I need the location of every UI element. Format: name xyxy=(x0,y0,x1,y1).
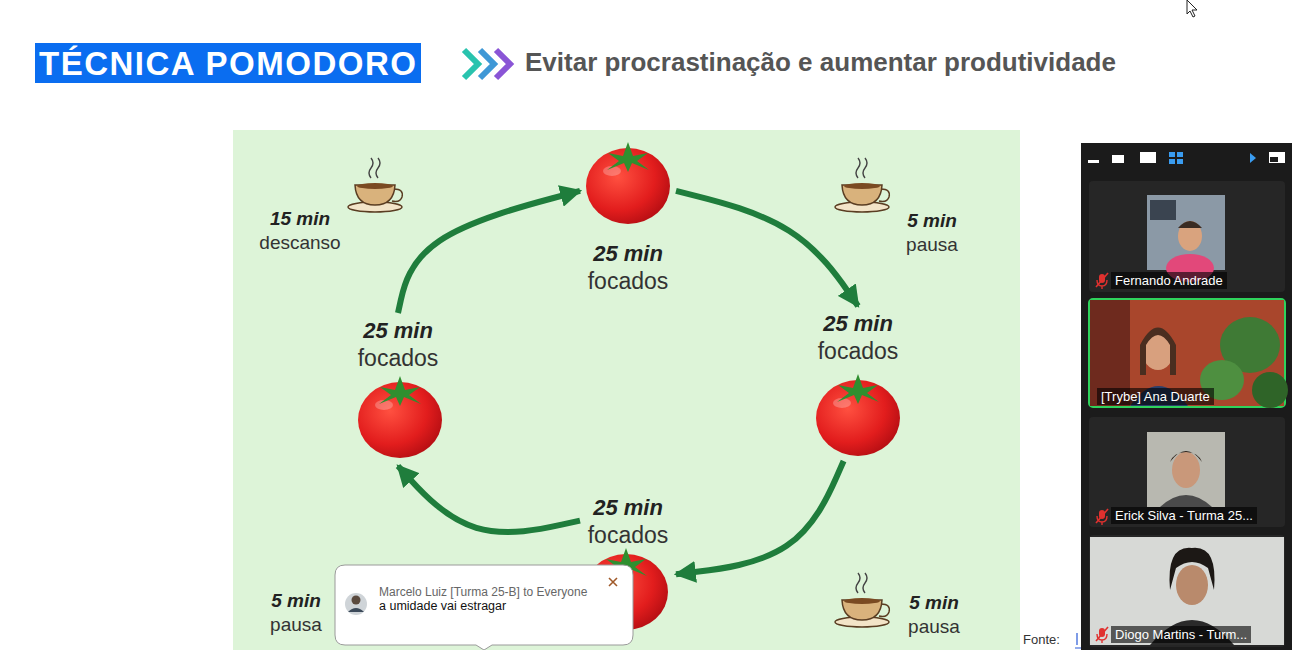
diagram-panel xyxy=(233,130,1020,650)
node-heading: 5 min xyxy=(908,591,960,615)
node-heading: 25 min xyxy=(586,240,670,267)
tomato xyxy=(358,376,442,458)
node-heading: Diogo Martins - Turm... xyxy=(1111,626,1251,643)
mic-muted-icon xyxy=(1096,509,1108,525)
focus-step: 25 minfocados xyxy=(810,306,906,461)
node-content: Diogo Martins - Turm... xyxy=(1111,626,1251,643)
node-content: [Trybe] Ana Duarte xyxy=(1097,388,1214,405)
node-content: 25 minfocados xyxy=(816,310,900,365)
focus-step: 25 minfocados xyxy=(349,313,447,466)
panel-toolbar xyxy=(1088,152,1285,164)
break-step: 5 minpausa xyxy=(902,587,966,643)
node-content: 25 minfocados xyxy=(586,240,670,295)
participant-tile: [Trybe] Ana Duarte xyxy=(1089,299,1285,407)
rest-step: 15 mindescanso xyxy=(253,203,346,259)
node-content: 25 minfocados xyxy=(355,317,441,372)
node-heading: Marcelo Luiz [Turma 25-B] to Everyone xyxy=(379,585,605,599)
node-text: focados xyxy=(586,521,670,549)
node-content: 15 mindescanso xyxy=(259,207,340,255)
video-image xyxy=(1147,195,1225,282)
break-step: 5 minpausa xyxy=(900,205,964,261)
node-text: focados xyxy=(586,267,670,295)
video-tile xyxy=(1089,535,1285,647)
source-note: Fonte: xyxy=(1023,632,1060,647)
cycle-arrow xyxy=(676,461,844,574)
node-content: Marcelo Luiz [Turma 25-B] to Everyonea u… xyxy=(379,585,605,614)
break-step: 5 minpausa xyxy=(264,585,328,641)
mic-muted-icon xyxy=(1096,627,1108,643)
video-image xyxy=(1090,300,1288,408)
node-text: pausa xyxy=(906,233,958,257)
focus-step: 25 minfocados xyxy=(580,490,676,643)
slide-title: TÉCNICA POMODORO xyxy=(35,43,421,83)
title-chevrons xyxy=(464,50,510,78)
mouse-cursor xyxy=(1187,0,1197,17)
mic-muted-icon xyxy=(1096,273,1108,289)
node-text: pausa xyxy=(270,613,322,637)
node-heading: 25 min xyxy=(355,317,441,344)
node-text: focados xyxy=(816,337,900,365)
chat-popup xyxy=(335,565,633,650)
participant-tile: Fernando Andrade xyxy=(1089,181,1285,292)
node-text: pausa xyxy=(908,615,960,639)
source-link xyxy=(1075,633,1082,648)
video-tile xyxy=(1089,181,1285,292)
node-heading: 25 min xyxy=(816,310,900,337)
node-heading: 25 min xyxy=(586,494,670,521)
node-heading: Fernando Andrade xyxy=(1111,272,1227,289)
node-heading: 15 min xyxy=(259,207,340,231)
tomato xyxy=(816,374,900,456)
node-heading: [Trybe] Ana Duarte xyxy=(1097,388,1214,405)
coffee-cup xyxy=(835,158,889,212)
slide-subtitle: Evitar procrastinação e aumentar produti… xyxy=(525,47,1116,78)
node-text: descanso xyxy=(259,231,340,255)
node-content: Fernando Andrade xyxy=(1111,272,1227,289)
cycle-arrow xyxy=(398,466,580,532)
node-heading: 5 min xyxy=(906,209,958,233)
participant-tile: Diogo Martins - Turm... xyxy=(1089,535,1285,647)
cycle-arrow xyxy=(676,191,858,306)
cycle-arrow xyxy=(398,191,580,313)
chat-message: Marcelo Luiz [Turma 25-B] to Everyonea u… xyxy=(335,565,633,645)
participant-tile: Erick Silva - Turma 25... xyxy=(1089,417,1285,527)
node-content: 5 minpausa xyxy=(270,589,322,637)
video-tile xyxy=(1089,417,1285,527)
node-heading: 5 min xyxy=(270,589,322,613)
node-content: 5 minpausa xyxy=(906,209,958,257)
participants-panel xyxy=(1081,143,1292,650)
coffee-cup xyxy=(835,573,889,627)
coffee-cup xyxy=(348,158,402,212)
focus-step: 25 minfocados xyxy=(580,140,676,299)
video-image xyxy=(1147,432,1225,507)
node-content: 5 minpausa xyxy=(908,591,960,639)
node-text: a umidade vai estragar xyxy=(379,599,605,614)
node-text: focados xyxy=(355,344,441,372)
node-heading: Erick Silva - Turma 25... xyxy=(1111,507,1257,524)
node-content: Erick Silva - Turma 25... xyxy=(1111,507,1257,524)
video-image xyxy=(1090,537,1284,645)
tomato xyxy=(586,142,670,224)
node-content: 25 minfocados xyxy=(586,494,670,549)
